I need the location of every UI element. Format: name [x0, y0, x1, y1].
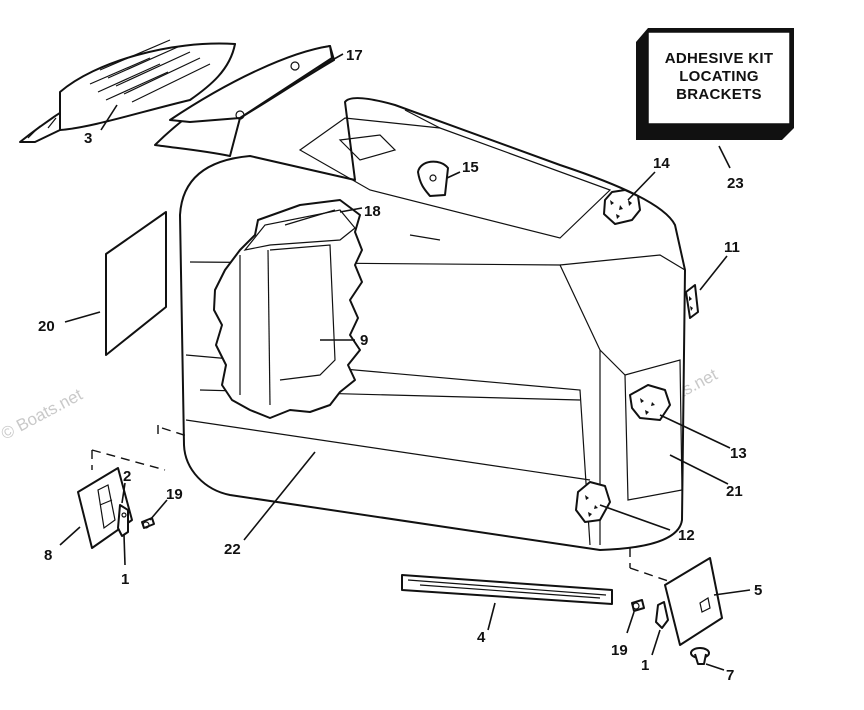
callout-1: 1: [641, 657, 649, 674]
watermark: © Boats.net: [0, 385, 86, 444]
part-19-screw-right: [631, 599, 645, 612]
callout-23: 23: [727, 175, 744, 192]
callout-20: 20: [38, 318, 55, 335]
callout-7: 7: [726, 667, 734, 684]
part-2-latch: [117, 504, 129, 537]
callout-9: 9: [360, 332, 368, 349]
callout-1: 1: [121, 571, 129, 588]
part-13-bracket: [629, 384, 671, 421]
callout-15: 15: [462, 159, 479, 176]
kit-box-line-1: ADHESIVE KIT: [665, 50, 774, 67]
part-11-clip: [685, 284, 699, 319]
part-17-top-panel: [154, 45, 335, 157]
callout-8: 8: [44, 547, 52, 564]
callouts: 3 17 23 15 14 18 11 20 9 13 21 12 22 8 2…: [38, 47, 762, 684]
callout-17: 17: [346, 47, 363, 64]
callout-22: 22: [224, 541, 241, 558]
callout-3: 3: [84, 130, 92, 147]
callout-12: 12: [678, 527, 695, 544]
callout-21: 21: [726, 483, 743, 500]
kit-box-line-3: BRACKETS: [676, 86, 762, 103]
part-12-bracket: [575, 481, 611, 523]
part-20-decal: [105, 211, 167, 356]
part-15-clip: [417, 160, 449, 197]
part-23-adhesive-kit-box: ADHESIVE KIT LOCATING BRACKETS: [636, 28, 794, 140]
part-1-hook-lower: [655, 601, 669, 629]
part-7-plug: [690, 647, 710, 665]
callout-19: 19: [611, 642, 628, 659]
callout-14: 14: [653, 155, 670, 172]
part-3-grille: [19, 39, 236, 143]
part-9-air-silencer-cutaway: [213, 199, 363, 419]
kit-box-line-2: LOCATING: [679, 68, 759, 85]
callout-2: 2: [123, 468, 131, 485]
callout-4: 4: [477, 629, 486, 646]
part-4-seal-strip: [401, 574, 613, 605]
callout-18: 18: [364, 203, 381, 220]
leader-lines: [59, 53, 751, 671]
callout-11: 11: [724, 239, 740, 256]
part-14-bracket: [603, 189, 641, 225]
callout-5: 5: [754, 582, 762, 599]
callout-13: 13: [730, 445, 747, 462]
part-19-screw-left: [141, 517, 155, 529]
part-5-latch-plate: [629, 548, 723, 646]
callout-19: 19: [166, 486, 183, 503]
